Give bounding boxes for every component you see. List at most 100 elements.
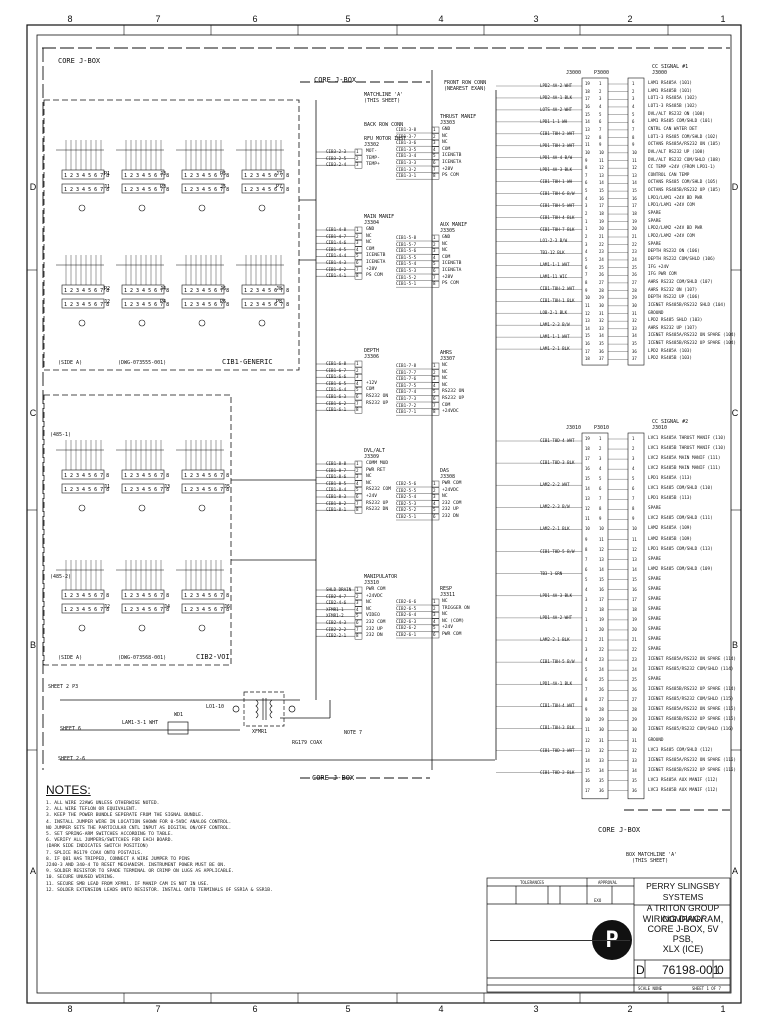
j3010-pin-j: 24 [632,667,637,673]
j3000-pin: 15 [585,333,590,339]
core-jbox-label-top: CORE J-BOX [58,57,101,65]
j3010-pin-p: 26 [599,687,604,693]
j3010-pin-p: 9 [599,516,602,522]
j3000-signal: GROUND [648,310,664,316]
left-connector-signal: RS232 UP [366,400,389,406]
svg-text:1 2 3 4 5 6 7 8: 1 2 3 4 5 6 7 8 [124,288,169,294]
j3000-pin-p: 17 [599,203,604,209]
j3010-pin-j: 7 [632,496,635,502]
j3000-pin: 14 [585,119,590,125]
zone-col-3-bottom: 3 [533,1004,539,1014]
left-connector-wire: CIB1-8-6 [326,474,347,480]
right-connector-pin: 4 [433,254,436,260]
svg-text:1 2 3 4 5 6 7 8: 1 2 3 4 5 6 7 8 [244,288,289,294]
box-matchline-a-label: BOX MATCHLINE 'A' [626,852,678,858]
left-connector-ref: J3310 [364,580,380,586]
left-connector-signal: NC [366,480,372,486]
note-item: 9. SOLDER RESISTOR TO SPADE TERMINAL OR … [46,869,235,875]
right-connector-signal: 232 DN [442,514,459,519]
left-connector-pin: 5 [356,613,359,619]
j3000-wire-label: CIB1-T8H-4 BLK [540,214,575,220]
left-connector-wire: CIB3-2-4 [326,162,347,168]
j3000-pin: 7 [585,272,588,278]
zone-row-b-right: B [731,640,738,650]
right-connector-wire: CIB1-5-3 [396,268,417,273]
left-connector-signal: PWR COM [366,587,386,592]
j3000-wire-label: LOB-2-1 BLK [540,310,568,316]
note-item: 3. KEEP THE POWER BUNDLE SEPERATE FROM T… [46,813,204,819]
j3000-signal: LPD1/LAM1 +24V COM [648,203,695,209]
right-connector-wire: CIB2-6-1 [396,632,417,637]
j3000-pin-p: 15 [599,188,604,194]
zone-col-4-bottom: 4 [438,1004,444,1014]
left-connector-title: DEPTH [364,348,380,354]
right-connector-signal: NC [442,382,448,388]
left-connector-wire: CIB3-2-5 [326,155,347,161]
j3010-pin: 11 [585,727,590,733]
j3000-pin-p: 12 [599,165,604,171]
right-connector-pin: 6 [433,160,436,165]
j3000-pin-p: 29 [599,295,604,301]
j3010-pin-j: 1 [632,436,635,441]
j3000-signal: CC TEMP +24V (FROM LPD1-1) [648,165,716,171]
left-connector-signal: COM [366,246,375,252]
j3000-pin-p: 4 [599,103,602,109]
left-connector-wire: CIB1-6-3 [326,394,347,399]
right-connector-signal: ICENETA [442,268,462,273]
right-connector-pin: 3 [433,248,436,254]
j3000-signal: LPD2 RS485A (103) [648,348,692,354]
cib1-conn-label: P3 [160,184,166,190]
j3010-pin-j: 9 [632,516,635,522]
cib1-dwg: (DWG-073555-001) [118,360,167,366]
right-connector-signal: PWR COM [442,632,462,637]
j3010-signal: LVC1 RS485A THRUST MANIF (110) [648,436,726,441]
j3000-signal: SPARE [648,218,661,224]
left-connector-pin: 4 [356,246,359,252]
j3010-signal: SPARE [648,637,661,642]
j3000-signal: LPD2/LAM2 +24V BD PWR [648,226,703,232]
j3010-pin-p: 2 [599,446,602,452]
svg-text:1 2 3 4 5 6 7 8: 1 2 3 4 5 6 7 8 [244,173,289,179]
xfmr1-transformer [232,691,296,727]
j3010-pin-p: 17 [599,596,604,602]
j3000-wire-label: LPD2-4A-1 BLK [540,94,573,100]
right-connector-wire: CIB1-3-6 [396,140,417,146]
j3010-pin: 6 [585,566,588,572]
j3000-signal: IFG +24V [648,264,669,270]
right-connector-wire: CIB1-5-2 [396,274,417,280]
left-connector-signal: NC [366,474,372,480]
svg-text:1 2 3 4 5 6 7 8: 1 2 3 4 5 6 7 8 [124,607,169,613]
j3000-pin: 7 [585,172,588,178]
j3000-pin-p: 34 [599,333,604,339]
j3010-pin-p: 34 [599,767,604,773]
right-connector-wire: CIB1-3-8 [396,127,417,132]
j3000-pin-j: 15 [632,188,637,194]
zone-row-d-right: D [731,182,739,192]
j3000-pin-j: 8 [632,134,635,140]
svg-text:1 2 3 4 5 6 7 8: 1 2 3 4 5 6 7 8 [64,473,109,479]
right-connector-signal: NC [442,248,448,254]
left-connector-pin: 1 [356,361,359,366]
j3010-signal: SPARE [648,677,661,683]
left-connector-ref: J3309 [364,454,380,460]
j3000-wire-label: LAM1-11 WIC [540,274,568,280]
j3010-pin: 16 [585,466,590,472]
j3000-wire-label: LPD1-4A-4 B/W [540,154,573,160]
j3010-signal: LVC1 RS485 COM/SHLD (110) [648,486,713,492]
right-connector-wire: CIB2-5-6 [396,481,417,486]
j3010-pin: 13 [585,747,590,753]
left-connector-pin: 3 [356,474,359,480]
j3000-pin: 19 [585,81,590,86]
j3000-pin-j: 4 [632,103,635,109]
right-connector-signal: PS COM [442,281,459,287]
right-connector-signal: NC [442,241,448,247]
cib1-conn-label: P4 [160,299,166,305]
right-connector-wire: CIB2-6-2 [396,625,417,631]
right-connector-title: RESP [440,586,453,592]
left-connector-pin: 5 [356,387,359,393]
proprietary-notice [490,906,630,976]
j3010-pin: 15 [585,476,590,482]
j3000-pin-p: 31 [599,310,604,316]
right-connector-wire: CIB2-6-6 [396,599,417,604]
right-connector-pin: 1 [433,127,436,132]
